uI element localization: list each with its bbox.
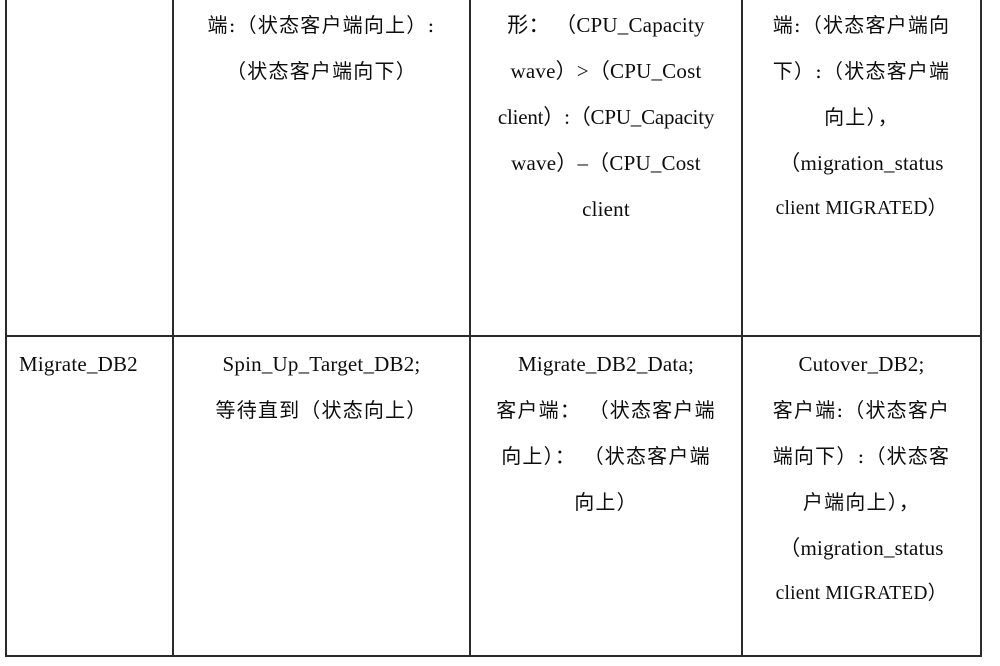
text-line: 端:（状态客户端向上）: (207, 13, 436, 37)
text-line: （migration_status (779, 536, 944, 560)
table-row: 端:（状态客户端向上）: （状态客户端向下） 形： （CPU_Capacity … (7, 0, 980, 337)
text-line: （migration_status (779, 151, 944, 175)
table-cell-column-2: 端:（状态客户端向上）: （状态客户端向下） (172, 0, 469, 335)
table-cell-column-3: 形： （CPU_Capacity wave）>（CPU_Cost client）… (469, 0, 741, 335)
cell-text-block: Migrate_DB2 (13, 341, 166, 387)
text-line: 向上） (574, 490, 638, 514)
text-line: wave）–（CPU_Cost (511, 151, 701, 175)
text-line: client）:（CPU_Capacity (497, 105, 715, 129)
cell-text-block: Spin_Up_Target_DB2; 等待直到（状态向上） (180, 341, 463, 433)
text-line: Migrate_DB2_Data; (517, 352, 695, 376)
table-cell-column-4: Cutover_DB2; 客户端:（状态客户 端向下）:（状态客 户端向上）， … (741, 337, 980, 657)
cell-text-block: 端:（状态客户端向上）: （状态客户端向下） (180, 2, 463, 94)
table-cell-step-name: Migrate_DB2 (7, 337, 172, 657)
text-line: 端向下）:（状态客 (772, 444, 951, 468)
text-line: 下）:（状态客户端 (772, 59, 951, 83)
table-cell-column-2: Spin_Up_Target_DB2; 等待直到（状态向上） (172, 337, 469, 657)
text-line: 端:（状态客户端向 (772, 13, 951, 37)
text-line: 客户端： （状态客户端 (496, 398, 716, 422)
text-line: Cutover_DB2; (798, 352, 925, 376)
text-line: 形： （CPU_Capacity (507, 13, 705, 37)
text-line: wave）>（CPU_Cost (510, 59, 702, 83)
data-table: 端:（状态客户端向上）: （状态客户端向下） 形： （CPU_Capacity … (5, 0, 982, 657)
text-line: 客户端:（状态客户 (772, 398, 951, 422)
table-cell-column-3: Migrate_DB2_Data; 客户端： （状态客户端 向上）： （状态客户… (469, 337, 741, 657)
text-line: 向上）： （状态客户端 (501, 444, 711, 468)
text-line: client MIGRATED） (775, 198, 948, 219)
cell-text-block: 形： （CPU_Capacity wave）>（CPU_Cost client）… (477, 2, 735, 232)
table-cell-column-4: 端:（状态客户端向 下）:（状态客户端 向上）， （migration_stat… (741, 0, 980, 335)
text-line: client (582, 197, 630, 221)
table-cell-step-name (7, 0, 172, 335)
text-line: 等待直到（状态向上） (215, 398, 428, 422)
text-line: Spin_Up_Target_DB2; (222, 352, 421, 376)
text-line: 户端向上）， (802, 490, 921, 514)
cell-text-block: Migrate_DB2_Data; 客户端： （状态客户端 向上）： （状态客户… (477, 341, 735, 525)
text-line: 向上）， (824, 105, 899, 129)
text-line: Migrate_DB2 (19, 352, 138, 376)
cell-text-block: 端:（状态客户端向 下）:（状态客户端 向上）， （migration_stat… (749, 2, 974, 232)
table-row: Migrate_DB2 Spin_Up_Target_DB2; 等待直到（状态向… (7, 337, 980, 657)
cell-text-block: Cutover_DB2; 客户端:（状态客户 端向下）:（状态客 户端向上）， … (749, 341, 974, 617)
text-line: client MIGRATED） (775, 583, 948, 604)
text-line: （状态客户端向下） (226, 59, 417, 83)
